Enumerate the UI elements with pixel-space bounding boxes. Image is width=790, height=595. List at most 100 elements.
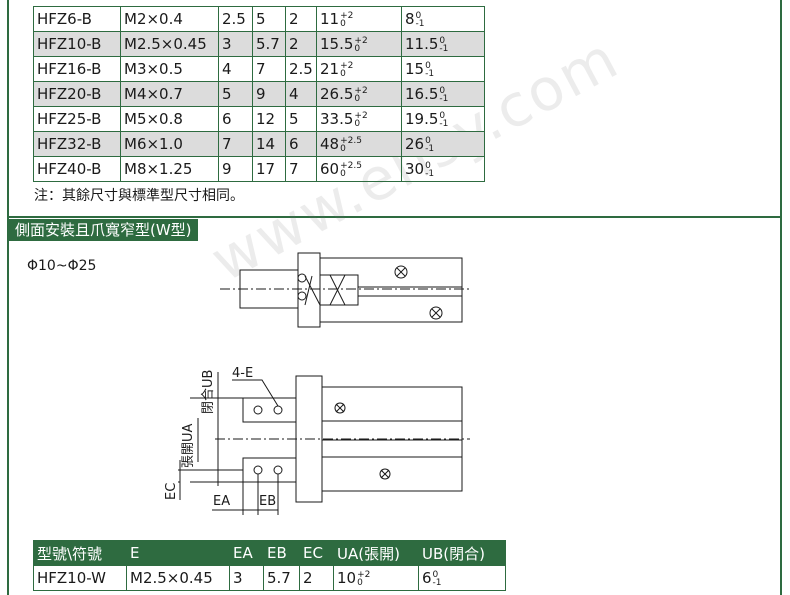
header-cell: EC — [299, 540, 334, 566]
cell-ua-value: 48 — [320, 135, 340, 153]
cell-ua-value: 33.5 — [320, 110, 354, 128]
size-range-label: Φ10~Φ25 — [27, 258, 97, 274]
cell-e: M4×0.7 — [120, 81, 219, 107]
cell-ub-tol-upper: 0 — [415, 10, 422, 21]
cell-ea: 3 — [218, 31, 253, 57]
dim-label-ua: 張開UA — [181, 423, 196, 468]
cell-ec: 7 — [285, 156, 317, 182]
top-view-drawing — [220, 252, 470, 328]
cell-ea: 4 — [218, 56, 253, 82]
cell-ua-tol-upper: +2 — [357, 569, 371, 580]
dim-label-ub: 閉合UB — [201, 370, 216, 414]
cell-ec: 2 — [285, 31, 317, 57]
cell-eb: 5.7 — [252, 31, 286, 57]
section-divider — [7, 216, 782, 218]
header-cell: EB — [263, 540, 300, 566]
cell-ua-tol-lower: 0 — [357, 577, 363, 588]
cell-eb: 5.7 — [263, 565, 300, 591]
cell-ub-value: 30 — [405, 160, 425, 178]
cell-ub-tol-lower: -1 — [425, 143, 435, 154]
cell-e: M8×1.25 — [120, 156, 219, 182]
cell-ub-tol-upper: 0 — [439, 35, 446, 46]
cell-model: HFZ6-B — [33, 6, 121, 32]
frame-right-border — [780, 0, 782, 595]
cell-model: HFZ40-B — [33, 156, 121, 182]
cell-ua-tol-lower: 0 — [340, 18, 346, 29]
cell-e: M2×0.4 — [120, 6, 219, 32]
cell-ua-tol-lower: 0 — [340, 168, 346, 179]
cell-ub-tol-lower: -1 — [415, 18, 425, 29]
dim-label-eb: EB — [259, 494, 276, 509]
cell-e: M2.5×0.45 — [126, 565, 230, 591]
cell-ua-tol-upper: +2.5 — [340, 135, 362, 146]
cell-ec: 5 — [285, 106, 317, 132]
cell-ua-tol-lower: 0 — [340, 143, 346, 154]
cell-ub-tol-lower: -1 — [439, 93, 449, 104]
section-title: 側面安裝且爪寬窄型(W型) — [9, 219, 198, 241]
cell-ub-tol-lower: -1 — [439, 43, 449, 54]
dim-label-ec: EC — [164, 483, 179, 500]
cell-eb: 5 — [252, 6, 286, 32]
cell-ec: 2.5 — [285, 56, 317, 82]
cell-ua-tol-lower: 0 — [354, 118, 361, 129]
header-cell: E — [126, 540, 230, 566]
frame-left-border — [7, 0, 9, 595]
header-cell: UA(張開) — [333, 540, 419, 566]
cell-e: M5×0.8 — [120, 106, 219, 132]
dim-label-4-e: 4-E — [232, 366, 253, 381]
cell-ua-value: 11 — [320, 10, 340, 28]
cell-ub-tol-upper: 0 — [425, 160, 431, 171]
cell-ub-value: 19.5 — [405, 110, 439, 128]
cell-model: HFZ25-B — [33, 106, 121, 132]
cell-ua-tol-upper: +2 — [354, 35, 368, 46]
cell-ub-value: 16.5 — [405, 85, 439, 103]
cell-ua-value: 26.5 — [320, 85, 354, 103]
cell-e: M2.5×0.45 — [120, 31, 219, 57]
cell-ub-tol-lower: -1 — [432, 577, 442, 588]
side-view-drawing — [215, 375, 470, 503]
cell-ua-value: 15.5 — [320, 35, 354, 53]
cell-ec: 4 — [285, 81, 317, 107]
cell-ua-tol-upper: +2.5 — [340, 160, 362, 171]
cell-ub-value: 6 — [422, 569, 432, 587]
cell-ub-tol-upper: 0 — [425, 135, 431, 146]
cell-ua-tol-upper: +2 — [340, 10, 354, 21]
header-cell: UB(閉合) — [418, 540, 506, 566]
cell-ub-tol-lower: -1 — [425, 168, 435, 179]
cell-ua-value: 10 — [337, 569, 357, 587]
cell-model: HFZ20-B — [33, 81, 121, 107]
cell-model: HFZ10-W — [33, 565, 127, 591]
cell-ea: 3 — [229, 565, 264, 591]
cell-ua-tol-lower: 0 — [340, 68, 346, 79]
cell-ub-tol-upper: 0 — [425, 60, 431, 71]
cell-ec: 6 — [285, 131, 317, 157]
cell-ua-tol-lower: 0 — [354, 93, 361, 104]
cell-ub-value: 26 — [405, 135, 425, 153]
header-cell: 型號\符號 — [33, 540, 127, 566]
cell-ub-tol-lower: -1 — [425, 68, 435, 79]
cell-ea: 7 — [218, 131, 253, 157]
cell-ub-value: 15 — [405, 60, 425, 78]
header-cell: EA — [229, 540, 264, 566]
note-text: 注：其餘尺寸與標準型尺寸相同。 — [34, 188, 244, 204]
cell-ub-tol-upper: 0 — [439, 110, 446, 121]
